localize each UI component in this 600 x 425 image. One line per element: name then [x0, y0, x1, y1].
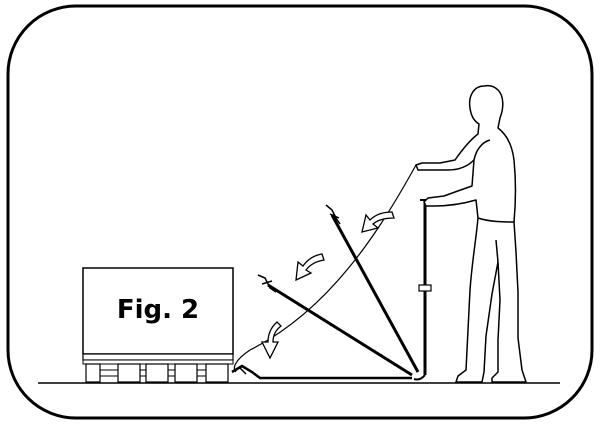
figure-label: Fig. 2 [117, 295, 199, 325]
arrow-icon [361, 211, 395, 233]
lever-position-floor [231, 364, 412, 380]
lever-position-mid [325, 204, 420, 373]
strap-line [233, 164, 417, 373]
pallet-blocks [85, 363, 229, 383]
rounded-frame [6, 4, 594, 420]
lever-position-low [257, 274, 413, 377]
pallet-top-board [82, 353, 234, 361]
arrow-icon [295, 253, 325, 282]
box-label-panel [82, 267, 234, 355]
arrow-icon [260, 321, 282, 360]
person-figure [415, 84, 527, 383]
pallet-box: Fig. 2 [82, 267, 234, 383]
pallet-mid-board [82, 359, 234, 365]
lever-position-upright [413, 199, 432, 381]
